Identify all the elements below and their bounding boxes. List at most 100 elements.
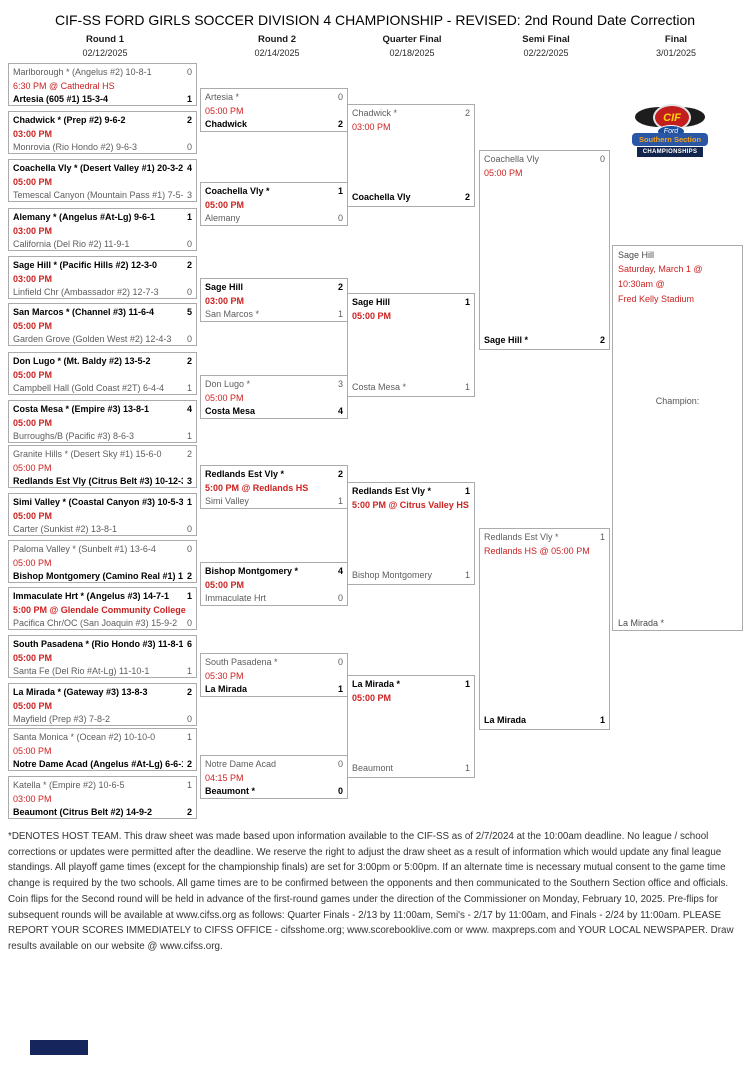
team-name: Bishop Montgomery [352,569,433,580]
team-name: San Marcos * (Channel #3) 11-6-4 [13,307,155,317]
team-score: 0 [186,714,192,724]
team-name: Immaculate Hrt [205,593,267,603]
round-date: 02/22/2025 [523,48,569,58]
game-time: Redlands HS @ 05:00 PM [484,545,590,556]
game-time: 05:00 PM [484,167,523,178]
team-score: 3 [337,379,343,389]
team-name: Carter (Sunkist #2) 13-8-1 [13,524,118,534]
final-box: Sage Hill Saturday, March 1 @ 10:30am @ … [612,245,743,631]
game-time: 03:00 PM [13,128,53,139]
team-name: Coachella Vly [484,154,540,164]
game-time: 05:00 PM [13,557,52,568]
team-score: 0 [186,142,192,152]
game-time: 05:00 PM [13,320,53,331]
team-score: 2 [186,759,192,769]
game-time: 05:00 PM [13,700,53,711]
team-row: Sage Hill *2 [480,334,609,348]
team-name: Don Lugo * (Mt. Baldy #2) 13-5-2 [13,356,151,366]
game-time: 5:00 PM @ Redlands HS [205,482,309,493]
team-row: Beaumont (Citrus Belt #2) 14-9-2 2 [9,806,196,820]
team-name: South Pasadena * [205,657,278,667]
game-time: 03:00 PM [13,793,52,804]
game-time: 5:00 PM @ Citrus Valley HS [352,499,469,510]
game-time: 03:00 PM [13,273,53,284]
team-row: Don Lugo *3 [201,378,347,392]
team-row: La Mirada 1 [201,683,347,697]
team-name: Alemany [205,213,241,223]
team-score: 0 [337,786,343,796]
game-time: 03:00 PM [352,121,391,132]
team-score: 1 [186,212,192,222]
game-time: 05:00 PM [352,310,392,321]
team-row: Coachella Vly *1 [201,185,347,199]
column-header-semifinal: Semi Final 02/22/2025 [476,34,616,58]
team-name: Redlands Est Vly * [484,532,559,542]
team-score: 0 [186,334,192,344]
team-name: Redlands Est Vly * [352,486,432,496]
team-name: San Marcos * [205,309,260,319]
team-score: 1 [186,780,192,790]
team-name: Sage Hill [352,297,391,307]
game-time: 05:00 PM [205,105,244,116]
team-name: Simi Valley * (Coastal Canyon #3) 10-5-3 [13,497,183,507]
team-name: Coachella Vly [352,191,411,202]
team-score: 6 [186,639,192,649]
team-score: 0 [186,287,192,297]
team-name: Redlands Est Vly * [205,469,285,479]
column-header-quarterfinal: Quarter Final 02/18/2025 [342,34,482,58]
column-header-round1: Round 1 02/12/2025 [35,34,175,58]
column-header-final: Final 3/01/2025 [606,34,746,58]
team-name: Beaumont (Citrus Belt #2) 14-9-2 [13,807,153,817]
column-header-round2: Round 2 02/14/2025 [207,34,347,58]
page-title: CIF-SS FORD GIRLS SOCCER DIVISION 4 CHAM… [54,12,696,28]
team-name: Sage Hill * (Pacific Hills #2) 12-3-0 [13,260,158,270]
game-time: 05:00 PM [13,176,53,187]
team-name: Chadwick [205,119,248,129]
team-row: Monrovia (Rio Hondo #2) 9-6-3 0 [9,141,196,155]
championships-banner: CHAMPIONSHIPS [637,147,703,157]
team-score: 2 [186,449,192,459]
team-score: 0 [337,92,343,102]
team-score: 1 [186,497,192,507]
team-score: 2 [186,807,192,817]
team-name: Sage Hill * [484,334,529,345]
team-name: La Mirada * [352,679,401,689]
game-time: 05:00 PM [13,369,53,380]
team-name: Temescal Canyon (Mountain Pass #1) 7-5-3 [13,190,183,200]
team-name: Monrovia (Rio Hondo #2) 9-6-3 [13,142,138,152]
team-score: 0 [337,593,343,603]
team-score: 1 [464,486,470,496]
team-score: 0 [186,524,192,534]
team-score: 1 [337,186,343,196]
final-note-line1: Saturday, March 1 @ 10:30am @ [618,264,703,289]
team-score: 1 [464,569,470,580]
team-row: Redlands Est Vly (Citrus Belt #3) 10-12-… [9,475,196,489]
team-row: Coachella Vly * (Desert Valley #1) 20-3-… [9,162,196,176]
team-name: La Mirada [205,684,248,694]
round-label: Quarter Final [382,34,442,45]
team-score: 1 [337,684,343,694]
team-score: 0 [337,759,343,769]
